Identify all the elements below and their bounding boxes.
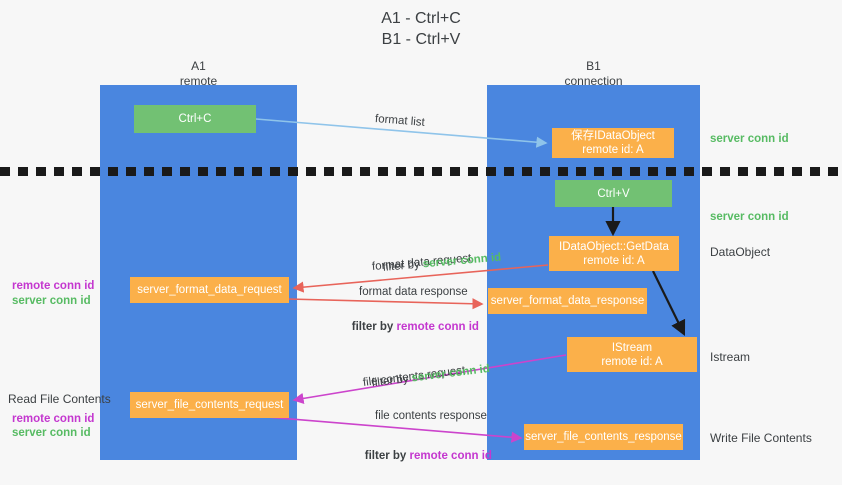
edge-label-file-contents-response-filter-group: filter by remote conn id (352, 435, 492, 477)
filter-prefix: filter by (370, 372, 413, 390)
box-ctrl-c[interactable]: Ctrl+C (134, 105, 256, 133)
filter-prefix: filter by (351, 321, 397, 333)
annotation-file-server-conn-id: server conn id (12, 427, 91, 439)
filter-value-server-conn-id: server conn id (410, 362, 491, 385)
annotation-format-remote-conn-id: remote conn id (12, 280, 95, 292)
filter-prefix: filter by (364, 450, 410, 462)
edge-label-file-contents-response: file contents response (375, 410, 487, 422)
box-server-file-contents-request[interactable]: server_file_contents_request (130, 392, 289, 418)
annotation-dataobject: DataObject (710, 245, 771, 259)
box-server-file-contents-response[interactable]: server_file_contents_response (524, 424, 683, 450)
box-server-format-data-response[interactable]: server_format_data_response (488, 288, 647, 314)
phase-divider (0, 167, 842, 176)
annotation-read-file-contents: Read File Contents (8, 392, 111, 406)
column-header-b1: B1 connection (564, 59, 623, 88)
filter-prefix: filter by (382, 258, 424, 274)
edge-label-format-data-response: format data response (359, 286, 468, 298)
filter-value-remote-conn-id: remote conn id (396, 321, 479, 333)
page-title: A1 - Ctrl+C B1 - Ctrl+V (381, 10, 461, 48)
box-server-format-data-request[interactable]: server_format_data_request (130, 277, 289, 303)
box-idataobject[interactable]: 保存IDataObject remote id: A (552, 128, 674, 158)
edge-label-format-data-response-filter-group: filter by remote conn id (339, 306, 479, 348)
annotation-write-file-contents: Write File Contents (710, 431, 812, 445)
filter-value-server-conn-id: server conn id (422, 251, 502, 271)
annotation-server-conn-id-top: server conn id (710, 133, 789, 145)
box-ctrl-v[interactable]: Ctrl+V (555, 180, 672, 207)
filter-value-remote-conn-id: remote conn id (409, 450, 492, 462)
annotation-file-remote-conn-id: remote conn id (12, 413, 95, 425)
annotation-server-conn-id-mid: server conn id (710, 211, 789, 223)
column-header-a1: A1 remote (179, 59, 218, 88)
annotation-format-server-conn-id: server conn id (12, 295, 91, 307)
box-istream[interactable]: IStream remote id: A (567, 337, 697, 372)
edge-label-format-list: format list (374, 113, 426, 129)
box-idataobject-getdata[interactable]: IDataObject::GetData remote id: A (549, 236, 679, 271)
annotation-istream: Istream (710, 350, 751, 364)
